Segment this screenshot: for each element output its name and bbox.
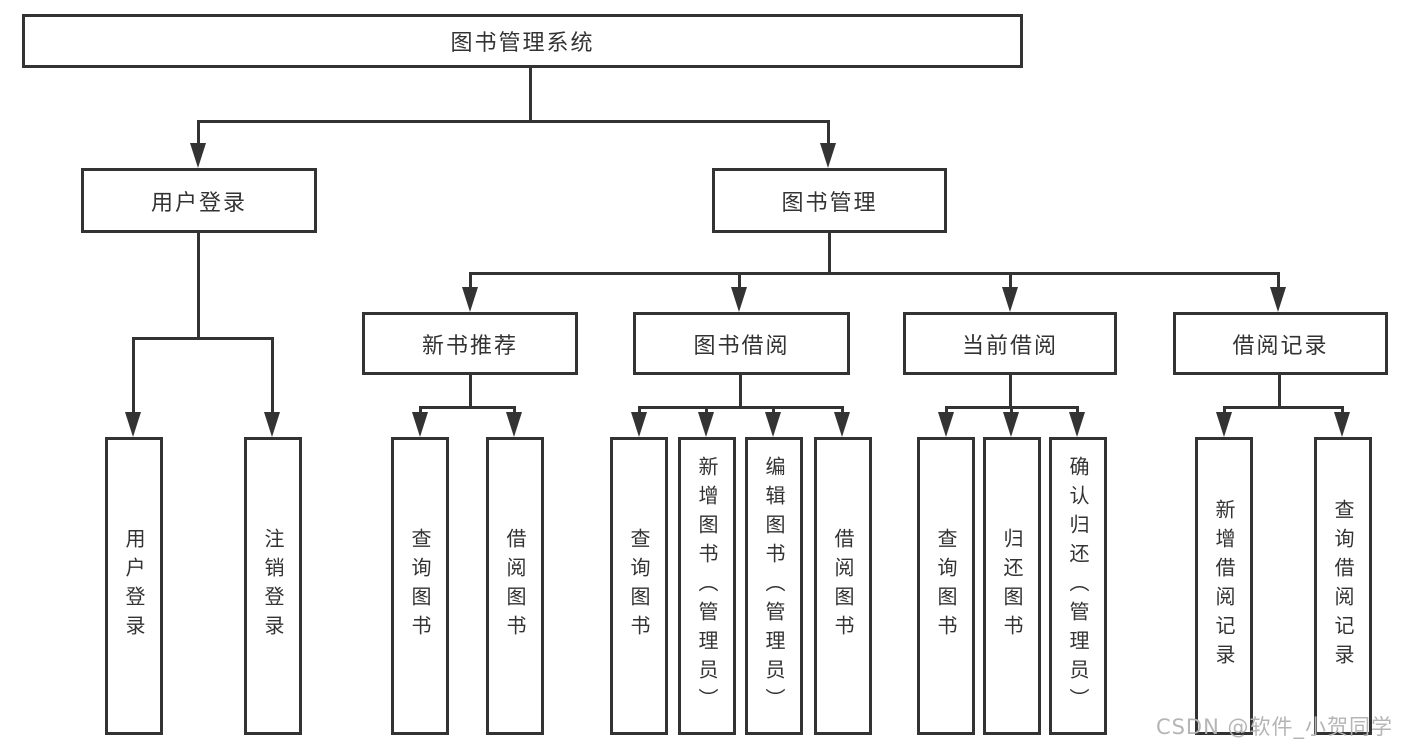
leaf-query-books-current: 查询图书 — [917, 437, 975, 735]
arrow-down-icon — [462, 287, 478, 312]
leaf-label: 查询借阅记录 — [1331, 499, 1355, 673]
leaf-label: 确认归还（管理员） — [1066, 455, 1090, 717]
connector-line — [772, 406, 775, 416]
leaf-label: 查询图书 — [934, 528, 958, 644]
connector-line — [828, 233, 831, 275]
arrow-down-icon — [190, 143, 206, 168]
connector-line — [529, 68, 532, 123]
arrow-down-icon — [1216, 412, 1232, 437]
leaf-confirm-return-admin: 确认归还（管理员） — [1049, 437, 1107, 735]
connector-line — [1009, 272, 1012, 290]
node-current-borrowing: 当前借阅 — [903, 312, 1117, 375]
arrow-down-icon — [765, 412, 781, 437]
arrow-down-icon — [631, 412, 647, 437]
arrow-down-icon — [834, 412, 850, 437]
connector-line — [469, 272, 1280, 275]
connector-line — [1223, 406, 1344, 409]
connector-line — [945, 406, 948, 416]
connector-line — [1223, 406, 1226, 416]
connector-line — [841, 406, 844, 416]
leaf-label: 编辑图书（管理员） — [762, 455, 786, 717]
connector-line — [1010, 406, 1013, 416]
arrow-down-icon — [1069, 412, 1085, 437]
connector-line — [271, 337, 274, 416]
leaf-label: 新增借阅记录 — [1212, 499, 1236, 673]
node-book-borrowing: 图书借阅 — [633, 312, 850, 375]
connector-line — [1341, 406, 1344, 416]
connector-line — [132, 337, 135, 416]
node-book-management: 图书管理 — [712, 168, 947, 233]
arrow-down-icon — [1334, 412, 1350, 437]
connector-line — [469, 272, 472, 290]
connector-line — [197, 120, 200, 146]
connector-line — [197, 120, 830, 123]
leaf-borrow-books-borrowing: 借阅图书 — [814, 437, 872, 735]
leaf-label: 用户登录 — [122, 528, 146, 644]
connector-line — [705, 406, 708, 416]
arrow-down-icon — [938, 412, 954, 437]
leaf-label: 归还图书 — [1000, 528, 1024, 644]
node-borrowing-records: 借阅记录 — [1173, 312, 1388, 375]
connector-line — [638, 406, 641, 416]
arrow-down-icon — [731, 287, 747, 312]
leaf-logout: 注销登录 — [244, 437, 302, 735]
leaf-user-login: 用户登录 — [105, 437, 163, 735]
leaf-borrow-books-recommend: 借阅图书 — [486, 437, 544, 735]
arrow-down-icon — [506, 412, 522, 437]
arrow-down-icon — [1270, 287, 1286, 312]
connector-line — [132, 337, 274, 340]
connector-line — [1009, 375, 1012, 409]
arrow-down-icon — [820, 143, 836, 168]
leaf-add-borrow-record: 新增借阅记录 — [1195, 437, 1253, 735]
arrow-down-icon — [125, 412, 141, 437]
connector-line — [1076, 406, 1079, 416]
leaf-query-borrow-record: 查询借阅记录 — [1314, 437, 1372, 735]
arrow-down-icon — [1002, 287, 1018, 312]
connector-line — [1278, 375, 1281, 409]
connector-line — [197, 233, 200, 340]
leaf-label: 注销登录 — [261, 528, 285, 644]
connector-line — [419, 406, 422, 416]
node-new-book-recommend: 新书推荐 — [362, 312, 578, 375]
leaf-label: 查询图书 — [627, 528, 651, 644]
leaf-label: 借阅图书 — [503, 528, 527, 644]
leaf-edit-book-admin: 编辑图书（管理员） — [745, 437, 803, 735]
arrow-down-icon — [1003, 412, 1019, 437]
connector-line — [738, 272, 741, 290]
connector-line — [419, 406, 516, 409]
leaf-query-books-borrowing: 查询图书 — [610, 437, 668, 735]
leaf-label: 查询图书 — [408, 528, 432, 644]
connector-line — [827, 120, 830, 146]
connector-line — [638, 406, 844, 409]
connector-line — [513, 406, 516, 416]
watermark: CSDN @软件_小贺同学 — [1155, 715, 1393, 739]
leaf-add-book-admin: 新增图书（管理员） — [678, 437, 736, 735]
node-user-login: 用户登录 — [81, 168, 317, 233]
connector-line — [469, 375, 472, 409]
leaf-label: 借阅图书 — [831, 528, 855, 644]
arrow-down-icon — [698, 412, 714, 437]
leaf-return-book: 归还图书 — [983, 437, 1041, 735]
leaf-query-books-recommend: 查询图书 — [391, 437, 449, 735]
connector-line — [1277, 272, 1280, 290]
node-root: 图书管理系统 — [22, 14, 1023, 68]
arrow-down-icon — [412, 412, 428, 437]
connector-line — [739, 375, 742, 409]
arrow-down-icon — [264, 412, 280, 437]
leaf-label: 新增图书（管理员） — [695, 455, 719, 717]
